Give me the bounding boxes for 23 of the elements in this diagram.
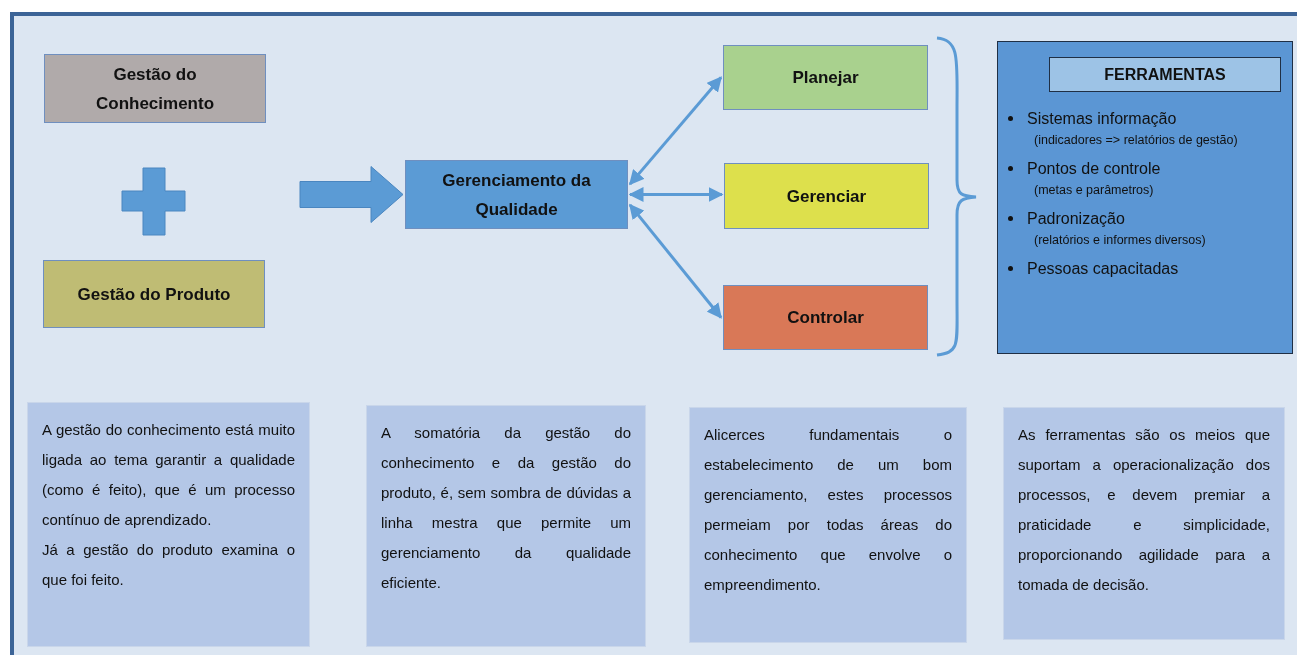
text-box: A gestão do conhecimento está muito ligada ao tema garantir a qualidade (como é feito), que é um processo contínuo de aprendizado. Já a gestão do produto examina o que foi feito. — [27, 402, 310, 647]
process-box: Planejar — [723, 45, 928, 110]
header-box: FERRAMENTAS — [1049, 57, 1281, 92]
process-box: Gestão do Produto — [43, 260, 265, 328]
arrow — [628, 203, 723, 319]
arrow — [628, 187, 724, 202]
list-item: Pontos de controle — [1008, 158, 1238, 180]
list-item: Sistemas informação — [1008, 108, 1238, 130]
process-box: Controlar — [723, 285, 928, 350]
process-box: Gestão do Conhecimento — [44, 54, 266, 123]
note-text: (relatórios e informes diversos) — [1034, 232, 1207, 249]
list-item: Padronização — [1008, 208, 1238, 230]
note-text: (metas e parâmetros) — [1034, 182, 1155, 199]
text-box: Alicerces fundamentais o estabelecimento de um bom gerenciamento, estes processos permeiam por todas áreas do conhecimento que envolve o empreendimento. — [689, 407, 967, 643]
tools-panel — [997, 41, 1293, 354]
arrow — [628, 76, 723, 186]
process-box: Gerenciar — [724, 163, 929, 229]
list-item: Pessoas capacitadas — [1008, 258, 1238, 280]
block-arrow — [299, 166, 404, 223]
text-box: A somatória da gestão do conhecimento e da gestão do produto, é, sem sombra de dúvidas a linha mestra que permite um gerenciamento da qualidade eficiente. — [366, 405, 646, 647]
text-box: As ferramentas são os meios que suportam a operacionalização dos processos, e devem premiar a praticidade e simplicidade, proporcionando agilidade para a tomada de decisão. — [1003, 407, 1285, 640]
note-text: (indicadores => relatórios de gestão) — [1034, 132, 1238, 149]
process-box: Gerenciamento da Qualidade — [405, 160, 628, 229]
